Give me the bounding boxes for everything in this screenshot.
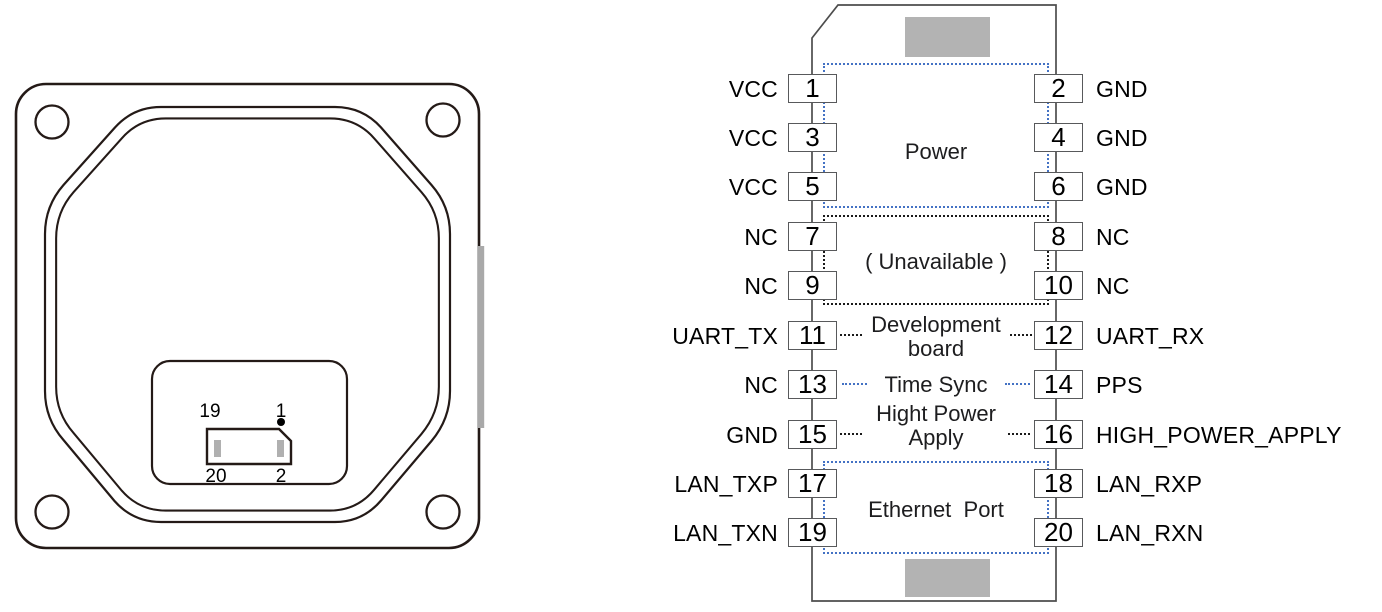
pin-number-box: 7 (788, 222, 837, 251)
pin-name-right: LAN_RXN (1096, 520, 1204, 546)
device-front-view: 19 1 20 2 (14, 82, 485, 550)
pin-row: NC 13 14 PPS (0, 370, 1382, 399)
pin-row: NC 9 10 NC (0, 271, 1382, 300)
highpower-right-leader (1008, 433, 1030, 435)
pin-name-right: NC (1096, 273, 1130, 299)
group-label-timesync: Time Sync (884, 372, 988, 397)
group-label-highpower: Hight Power Apply (876, 401, 996, 450)
module-tab-bottom (905, 559, 990, 597)
pin-number-box: 8 (1034, 222, 1083, 251)
pin-number-box: 15 (788, 420, 837, 449)
pin-name-left: NC (744, 372, 778, 398)
pin-row: VCC 5 6 GND (0, 172, 1382, 201)
connector-body (205, 427, 293, 466)
pin-number-box: 18 (1034, 469, 1083, 498)
unavailable-group-box (823, 215, 1049, 305)
pin-name-left: VCC (728, 125, 778, 151)
pin-number-box: 3 (788, 123, 837, 152)
pin-name-right: NC (1096, 224, 1130, 250)
pin-number-box: 1 (788, 74, 837, 103)
pin-row: LAN_TXP 17 18 LAN_RXP (0, 469, 1382, 498)
pin-name-left: GND (726, 422, 778, 448)
pin-name-right: PPS (1096, 372, 1143, 398)
pin-name-right: HIGH_POWER_APPLY (1096, 422, 1342, 448)
pin-number-box: 9 (788, 271, 837, 300)
pin-number-box: 16 (1034, 420, 1083, 449)
group-label-devboard: Development board (871, 312, 1001, 361)
connector-recess (150, 359, 349, 486)
module-tab-top (905, 17, 990, 57)
timesync-left-leader (842, 383, 867, 385)
pin-name-right: GND (1096, 174, 1148, 200)
marker-pin19: 19 (199, 401, 220, 422)
pin-number-box: 11 (788, 321, 837, 350)
highpower-left-leader (840, 433, 862, 435)
pin-number-box: 12 (1034, 321, 1083, 350)
mounting-hole (425, 102, 461, 138)
marker-pin2: 2 (276, 466, 287, 487)
pin-name-right: UART_RX (1096, 323, 1205, 349)
timesync-right-leader (1005, 383, 1030, 385)
pin-number-box: 4 (1034, 123, 1083, 152)
pin-name-right: GND (1096, 76, 1148, 102)
group-label-ethernet: Ethernet Port (868, 497, 1004, 522)
pin-name-left: VCC (728, 174, 778, 200)
power-group-box (823, 63, 1049, 208)
mounting-hole (34, 104, 70, 140)
pin-row: LAN_TXN 19 20 LAN_RXN (0, 518, 1382, 547)
pin-number-box: 6 (1034, 172, 1083, 201)
pin-number-box: 20 (1034, 518, 1083, 547)
pin-number-box: 19 (788, 518, 837, 547)
ethernet-group-box (823, 461, 1049, 554)
pin-row: GND 15 16 HIGH_POWER_APPLY (0, 420, 1382, 449)
device-face-outline-outer (43, 105, 452, 524)
device-side-bar (477, 246, 485, 428)
pin-row: VCC 3 4 GND (0, 123, 1382, 152)
mounting-hole (425, 494, 461, 530)
pin-name-left: LAN_TXP (674, 471, 778, 497)
pin-number-box: 14 (1034, 370, 1083, 399)
pin-row: UART_TX 11 12 UART_RX (0, 321, 1382, 350)
pin-row: VCC 1 2 GND (0, 74, 1382, 103)
pin-name-left: UART_TX (672, 323, 778, 349)
connector-key-slot (214, 440, 221, 457)
connector-key-slot (277, 440, 284, 457)
pin1-indicator-dot (277, 418, 285, 426)
devboard-right-leader (1010, 334, 1032, 336)
pin-number-box: 13 (788, 370, 837, 399)
device-face-outline-inner (55, 117, 440, 512)
pin-name-left: VCC (728, 76, 778, 102)
pin-name-left: NC (744, 224, 778, 250)
pin-row: NC 7 8 NC (0, 222, 1382, 251)
pin-name-right: LAN_RXP (1096, 471, 1203, 497)
pin-number-box: 10 (1034, 271, 1083, 300)
devboard-left-leader (840, 334, 862, 336)
group-label-unavailable: ( Unavailable ) (865, 249, 1007, 274)
pin-name-left: LAN_TXN (673, 520, 778, 546)
pin-name-right: GND (1096, 125, 1148, 151)
pin-number-box: 2 (1034, 74, 1083, 103)
pin-number-box: 17 (788, 469, 837, 498)
marker-pin1: 1 (276, 401, 287, 422)
group-label-power: Power (904, 139, 968, 164)
pin-number-box: 5 (788, 172, 837, 201)
marker-pin20: 20 (205, 466, 226, 487)
mounting-hole (34, 494, 70, 530)
pin-name-left: NC (744, 273, 778, 299)
